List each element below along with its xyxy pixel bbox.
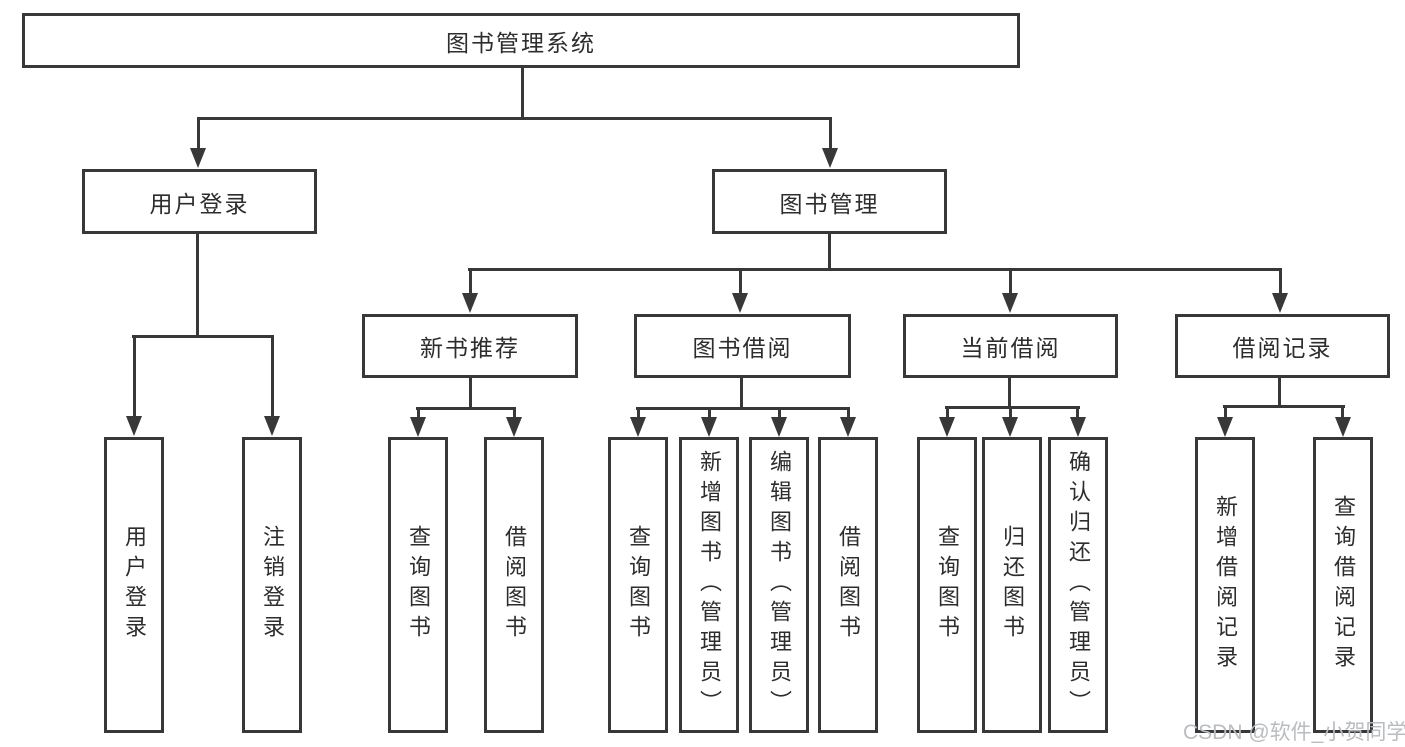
connector-borrowing-drop-3 — [778, 407, 781, 418]
leaf-edit-books-admin: 编辑图书（管理员） — [749, 437, 809, 733]
arrow-down-icon — [732, 293, 748, 313]
connector-current-drop-1 — [946, 406, 949, 418]
connector-records-drop-1 — [1224, 405, 1227, 418]
arrow-down-icon — [771, 417, 787, 437]
arrow-down-icon — [1272, 293, 1288, 313]
arrow-down-icon — [939, 417, 955, 437]
connector-root-rail — [197, 117, 831, 120]
node-borrowing-records: 借阅记录 — [1175, 314, 1390, 378]
leaf-label: 借阅图书 — [502, 525, 527, 645]
leaf-query-books-borrowing: 查询图书 — [608, 437, 668, 733]
connector-userlogin-stem — [196, 234, 199, 337]
arrow-down-icon — [126, 416, 142, 436]
leaf-label: 新增图书（管理员） — [697, 450, 722, 720]
leaf-label: 查询图书 — [406, 525, 431, 645]
arrow-down-icon — [1002, 417, 1018, 437]
connector-bookmgmt-drop-2 — [739, 268, 742, 294]
connector-userlogin-drop-1 — [133, 335, 136, 417]
arrow-down-icon — [1335, 417, 1351, 437]
node-book-borrowing: 图书借阅 — [634, 314, 851, 378]
connector-borrowing-drop-2 — [708, 407, 711, 418]
connector-root-drop-right — [829, 117, 832, 151]
connector-userlogin-drop-2 — [271, 335, 274, 417]
node-current-borrowing: 当前借阅 — [903, 314, 1118, 378]
arrow-down-icon — [840, 417, 856, 437]
connector-borrowing-rail — [636, 407, 850, 410]
arrow-down-icon — [630, 417, 646, 437]
node-library-management-system: 图书管理系统 — [22, 13, 1020, 68]
arrow-down-icon — [701, 417, 717, 437]
leaf-query-books-current: 查询图书 — [917, 437, 977, 733]
connector-borrowing-drop-1 — [637, 407, 640, 418]
leaf-label: 新增借阅记录 — [1213, 495, 1238, 675]
leaf-label: 确认归还（管理员） — [1066, 450, 1091, 720]
leaf-label: 用户登录 — [122, 525, 147, 645]
leaf-label: 查询图书 — [626, 525, 651, 645]
connector-root-drop-left — [197, 117, 200, 151]
connector-root-stem — [521, 67, 524, 119]
connector-newbook-stem — [469, 378, 472, 410]
connector-newbook-rail — [416, 407, 516, 410]
connector-current-drop-3 — [1076, 406, 1079, 418]
leaf-label: 编辑图书（管理员） — [767, 450, 792, 720]
leaf-return-books: 归还图书 — [982, 437, 1042, 733]
leaf-logout-login: 注销登录 — [242, 437, 302, 733]
arrow-down-icon — [462, 293, 478, 313]
connector-bookmgmt-drop-4 — [1279, 268, 1282, 294]
connector-bookmgmt-rail — [468, 268, 1281, 271]
node-new-book-recommendation: 新书推荐 — [362, 314, 578, 378]
arrow-down-icon — [506, 417, 522, 437]
leaf-user-login: 用户登录 — [104, 437, 164, 733]
arrow-down-icon — [822, 148, 838, 168]
connector-borrowing-stem — [740, 378, 743, 410]
node-user-login: 用户登录 — [82, 169, 317, 234]
connector-borrowing-drop-4 — [847, 407, 850, 418]
leaf-label: 归还图书 — [1000, 525, 1025, 645]
connector-userlogin-rail — [132, 335, 274, 338]
arrow-down-icon — [1070, 417, 1086, 437]
leaf-query-books-newbook: 查询图书 — [388, 437, 448, 733]
connector-records-rail — [1223, 405, 1345, 408]
connector-bookmgmt-stem — [828, 233, 831, 271]
connector-current-stem — [1008, 378, 1011, 409]
csdn-watermark: CSDN @软件_小贺同学 — [1183, 721, 1405, 744]
arrow-down-icon — [1217, 417, 1233, 437]
leaf-borrow-books-newbook: 借阅图书 — [484, 437, 544, 733]
leaf-label: 查询借阅记录 — [1331, 495, 1356, 675]
leaf-label: 注销登录 — [260, 525, 285, 645]
leaf-label: 借阅图书 — [836, 525, 861, 645]
connector-bookmgmt-drop-3 — [1009, 268, 1012, 294]
connector-records-drop-2 — [1341, 405, 1344, 418]
connector-newbook-drop-2 — [513, 407, 516, 418]
leaf-label: 查询图书 — [935, 525, 960, 645]
connector-current-drop-2 — [1009, 406, 1012, 418]
connector-bookmgmt-drop-1 — [469, 268, 472, 294]
arrow-down-icon — [1002, 293, 1018, 313]
leaf-add-borrow-record: 新增借阅记录 — [1195, 437, 1255, 733]
leaf-add-books-admin: 新增图书（管理员） — [679, 437, 739, 733]
leaf-query-borrow-record: 查询借阅记录 — [1313, 437, 1373, 733]
connector-current-rail — [945, 406, 1080, 409]
arrow-down-icon — [410, 417, 426, 437]
arrow-down-icon — [190, 148, 206, 168]
leaf-borrow-books-borrowing: 借阅图书 — [818, 437, 878, 733]
arrow-down-icon — [264, 416, 280, 436]
node-book-management: 图书管理 — [712, 169, 947, 234]
leaf-confirm-return-admin: 确认归还（管理员） — [1048, 437, 1108, 733]
connector-records-stem — [1278, 378, 1281, 408]
connector-newbook-drop-1 — [417, 407, 420, 418]
